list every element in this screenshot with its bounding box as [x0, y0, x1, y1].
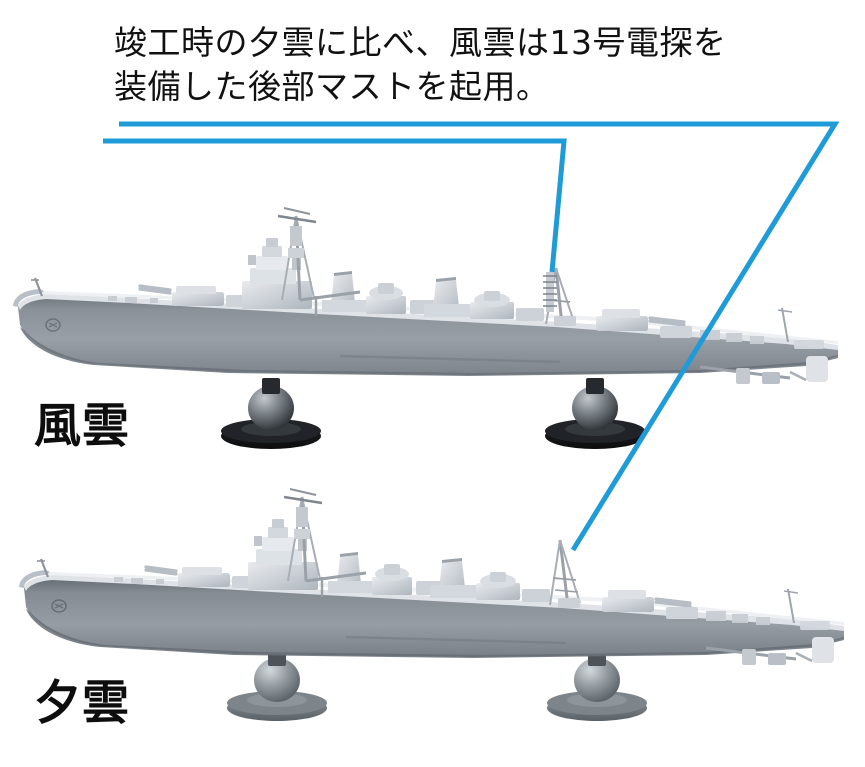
kazagumo-rear-mast-type13-radar: [543, 267, 576, 326]
kazagumo-aft-deckhouse: [470, 291, 544, 321]
yugumo-funnel-2: [430, 558, 476, 598]
yugumo-aft-turret: [602, 590, 698, 619]
ship-yugumo: [19, 488, 844, 721]
ship-label-yugumo: 夕雲: [34, 676, 130, 731]
kazagumo-funnel-2: [424, 277, 470, 317]
kazagumo-bridge: [242, 207, 317, 309]
type-13-radar-antenna: [543, 272, 557, 312]
annotation-caption: 竣工時の夕雲に比べ、風雲は13号電探を 装備した後部マストを起用。: [114, 23, 727, 106]
yugumo-aft-deckhouse: [476, 572, 550, 602]
kazagumo-stand-forward: [221, 378, 321, 449]
yugumo-rear-mast-plain: [549, 539, 581, 608]
kazagumo-hull: [18, 295, 838, 375]
kazagumo-deck-edge: [18, 294, 838, 350]
kazagumo-midships: [366, 283, 436, 314]
yugumo-midships: [372, 564, 442, 595]
yugumo-stern-gear: [705, 637, 834, 665]
kazagumo-stand-aft: [545, 378, 645, 449]
leader-line-to-kazagumo-radar: [103, 138, 567, 273]
kazagumo-aft-turret: [596, 309, 692, 338]
ship-label-kazagumo: 風雲: [34, 399, 130, 454]
leader-line-to-yugumo-mast: [119, 121, 840, 552]
yugumo-hull: [24, 576, 844, 657]
ship-kazagumo: [13, 207, 838, 449]
yugumo-bridge: [248, 488, 323, 590]
yugumo-stand-aft: [547, 650, 647, 721]
annotation-leader-lines: [103, 121, 840, 552]
kazagumo-stern-gear: [699, 356, 828, 384]
yugumo-stand-forward: [227, 650, 327, 721]
yugumo-deck-edge: [24, 575, 844, 631]
